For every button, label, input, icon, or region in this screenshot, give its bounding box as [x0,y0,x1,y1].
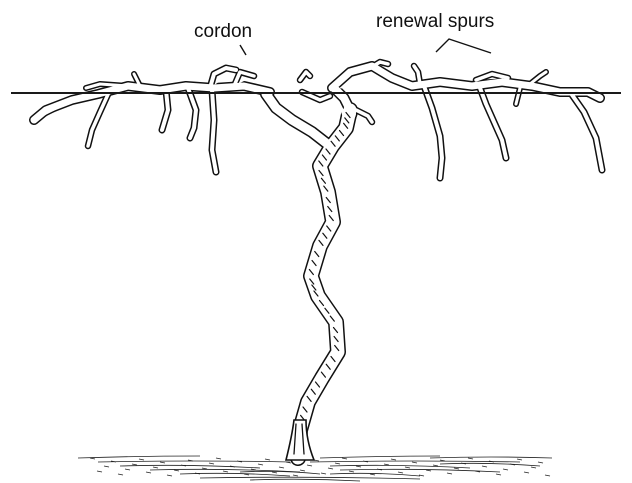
ground-line [78,456,200,458]
ground-speck [125,469,130,470]
renewal-spurs-label: renewal spurs [376,11,494,32]
ground-speck [517,459,522,460]
ground-speck [216,458,221,459]
ground-speck [468,458,473,459]
ground-speck [545,475,550,476]
ground-speck [286,462,291,463]
cordon-leader-line [240,45,246,55]
ground-speck [118,474,123,475]
ground-speck [531,467,536,468]
ground-speck [398,472,403,473]
ground-speck [139,459,144,460]
ground-speck [258,464,263,465]
ground-speck [391,459,396,460]
ground-line [330,465,470,468]
ground-speck [293,475,298,476]
ground-speck [160,462,165,463]
ground-speck [167,475,172,476]
cordon-label: cordon [194,21,252,42]
ground-speck [153,467,158,468]
ground-line [98,461,290,462]
renewal-spur [480,88,506,158]
ground-speck [356,466,361,467]
ground-line [320,456,440,458]
ground-speck [482,466,487,467]
ground-speck [202,468,207,469]
ground-line [180,473,290,476]
renewal-spurs-leader-line [436,39,491,53]
ground-speck [524,472,529,473]
ground-speck [174,470,179,471]
ground-speck [265,459,270,460]
ground-speck [279,467,284,468]
ground-speck [328,468,333,469]
ground-speck [433,465,438,466]
ground-speck [454,468,459,469]
ground-line [310,461,520,462]
ground-speck [412,462,417,463]
trunk-base [286,420,314,460]
ground-speck [209,463,214,464]
ground-speck [104,466,109,467]
ground-speck [384,464,389,465]
ground-speck [132,464,137,465]
ground-speck [335,463,340,464]
ground-line [430,457,552,458]
ground-speck [447,473,452,474]
ground-line [200,477,420,479]
ground-speck [300,470,305,471]
renewal-spur-outline [570,92,602,170]
ground-speck [223,471,228,472]
ground-speck [97,471,102,472]
ground-speck [538,462,543,463]
ground-speck [90,458,95,459]
ground-speck [307,465,312,466]
ground-speck [503,469,508,470]
ground-speck [321,473,326,474]
ground-line [250,479,360,481]
ground-line [120,465,260,468]
ground-speck [272,472,277,473]
ground-speck [496,474,501,475]
ground-speck [349,471,354,472]
ground-speck [146,472,151,473]
ground-speck [405,467,410,468]
ground-speck [342,458,347,459]
ground-speck [370,474,375,475]
ground-soil [78,456,552,481]
ground-speck [426,470,431,471]
ground-line [440,463,540,466]
